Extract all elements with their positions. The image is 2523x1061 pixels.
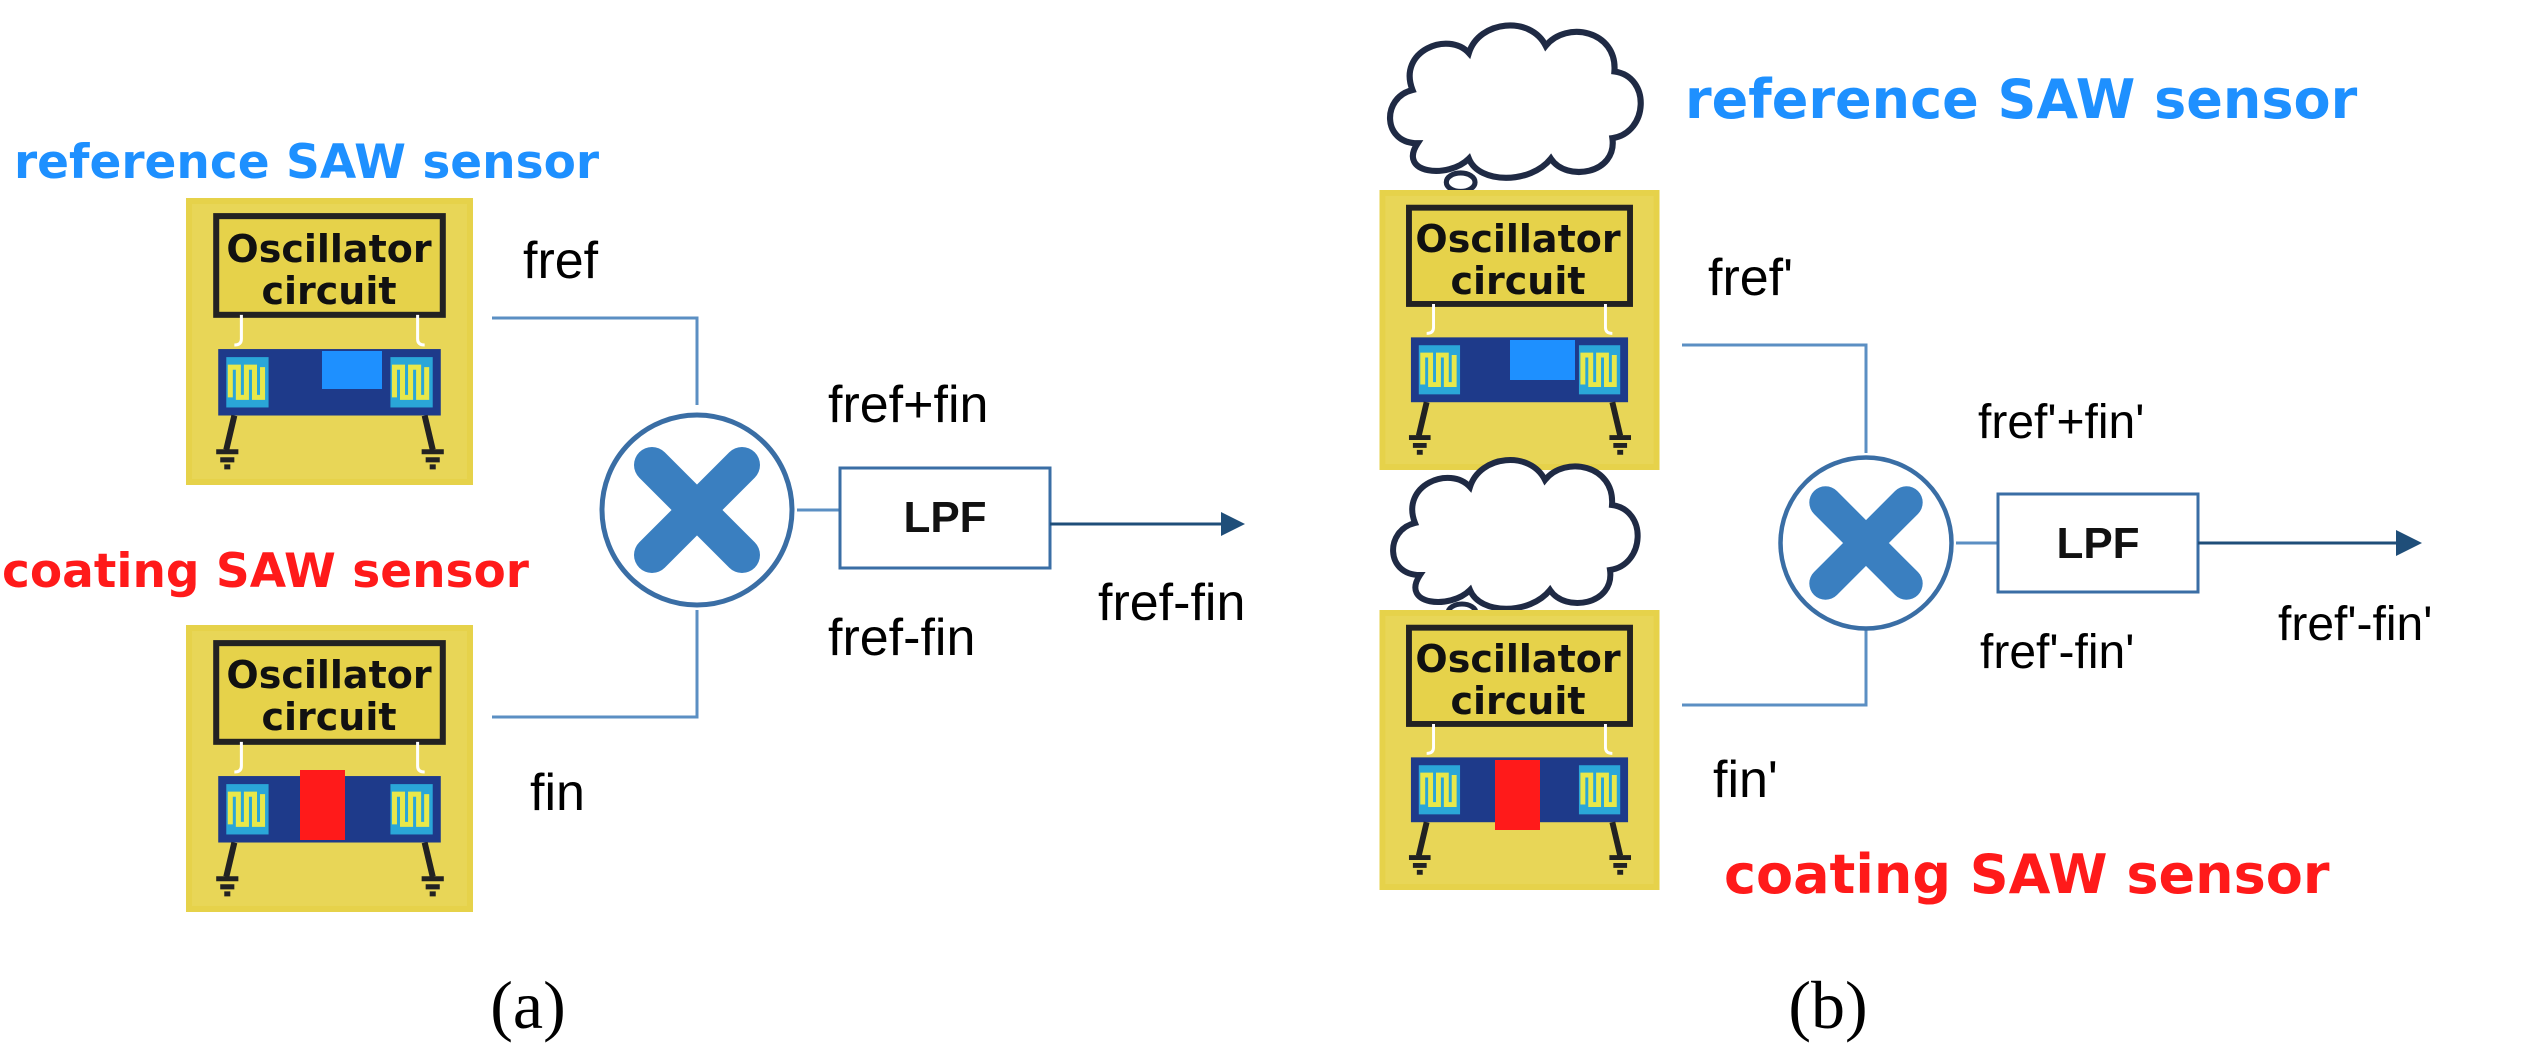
signal-in-label: fin bbox=[530, 764, 585, 822]
lpf-box bbox=[1996, 492, 2200, 594]
circuit-label: circuit bbox=[261, 269, 396, 313]
oscillator-label: Oscillator bbox=[226, 653, 431, 697]
lpf-label: LPF bbox=[2056, 519, 2139, 568]
reference-sensor-module: Oscillator circuit bbox=[1380, 190, 1660, 470]
reference-element bbox=[322, 351, 382, 389]
signal-ref-label: fref' bbox=[1708, 249, 1793, 307]
coating-sensor-module: Oscillator circuit bbox=[1380, 610, 1660, 890]
oscillator-label: Oscillator bbox=[226, 227, 431, 271]
sum-label: fref+fin bbox=[828, 376, 988, 434]
panel-a: reference SAW sensor Oscillator circuit … bbox=[2, 135, 1245, 1043]
in-wire bbox=[1682, 596, 1868, 707]
arrow-icon bbox=[2396, 530, 2422, 556]
mixer-cross-icon bbox=[1781, 458, 1952, 629]
diff-label: fref'-fin' bbox=[1980, 626, 2134, 679]
in-wire bbox=[492, 610, 699, 719]
coating-element bbox=[1495, 760, 1540, 830]
output-label: fref'-fin' bbox=[2278, 598, 2432, 651]
circuit-label: circuit bbox=[1450, 259, 1585, 303]
panel-b: reference SAW sensor Oscillator circuit … bbox=[1380, 25, 2432, 1043]
reference-sensor-label: reference SAW sensor bbox=[14, 135, 600, 190]
signal-ref-label: fref bbox=[523, 232, 599, 290]
coating-sensor-label: coating SAW sensor bbox=[1724, 843, 2330, 906]
ref-wire bbox=[492, 316, 699, 405]
coating-sensor-module: Oscillator circuit bbox=[186, 625, 473, 912]
circuit-label: circuit bbox=[261, 695, 396, 739]
caption-b: (b) bbox=[1788, 967, 1867, 1043]
coating-element bbox=[300, 770, 345, 840]
cloud-icon bbox=[1390, 25, 1641, 209]
lpf-box bbox=[838, 466, 1052, 570]
oscillator-label: Oscillator bbox=[1415, 217, 1620, 261]
arrow-icon bbox=[1221, 512, 1245, 536]
oscillator-label: Oscillator bbox=[1415, 637, 1620, 681]
sum-label: fref'+fin' bbox=[1978, 396, 2144, 449]
diff-label: fref-fin bbox=[828, 609, 975, 667]
signal-in-label: fin' bbox=[1713, 751, 1778, 809]
reference-sensor-label: reference SAW sensor bbox=[1685, 68, 2358, 131]
ref-wire bbox=[1682, 343, 1868, 453]
output-label: fref-fin bbox=[1098, 574, 1245, 632]
reference-sensor-module: Oscillator circuit bbox=[186, 198, 473, 485]
reference-element bbox=[1510, 340, 1575, 380]
mixer-cross-icon bbox=[602, 415, 792, 605]
lpf-label: LPF bbox=[903, 493, 986, 542]
circuit-label: circuit bbox=[1450, 679, 1585, 723]
coating-sensor-label: coating SAW sensor bbox=[2, 544, 530, 599]
caption-a: (a) bbox=[490, 967, 565, 1043]
